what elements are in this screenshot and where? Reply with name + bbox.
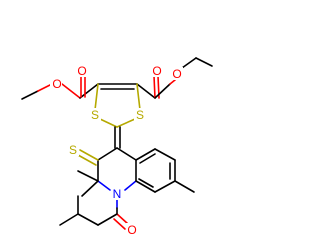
molecule-structure-diagram: O O O O S S S N O bbox=[21, 57, 213, 237]
bond bbox=[97, 180, 111, 191]
atom-label-background bbox=[126, 223, 138, 236]
atom-label-background bbox=[151, 64, 163, 77]
bond bbox=[135, 148, 156, 161]
bond bbox=[195, 57, 213, 67]
atom-label-sulfur-thione: S bbox=[69, 143, 77, 157]
bond bbox=[124, 180, 137, 191]
bond bbox=[135, 180, 156, 193]
atom-label-sulfur-ring-left: S bbox=[91, 108, 99, 122]
bond bbox=[136, 83, 141, 111]
bond bbox=[99, 118, 118, 128]
bond bbox=[181, 57, 197, 69]
bond bbox=[169, 79, 176, 85]
atom-label-oxygen-right-ether: O bbox=[172, 67, 181, 81]
bond bbox=[116, 213, 129, 225]
bond bbox=[153, 75, 156, 99]
bond bbox=[174, 180, 195, 193]
atom-label-background bbox=[134, 108, 146, 121]
bond bbox=[154, 148, 176, 161]
bond bbox=[154, 83, 171, 99]
bond bbox=[154, 180, 176, 193]
atom-label-background bbox=[76, 64, 88, 77]
atom-label-background bbox=[89, 108, 101, 121]
bond bbox=[138, 178, 154, 188]
atom-label-background bbox=[111, 187, 123, 200]
bond bbox=[79, 149, 99, 161]
atom-label-sulfur-ring-right: S bbox=[136, 108, 144, 122]
bond bbox=[116, 147, 137, 161]
atom-label-oxygen-left-ether: O bbox=[52, 77, 61, 91]
bond bbox=[116, 118, 136, 128]
atom-label-layer: O O O O S S S N O bbox=[50, 64, 183, 237]
bond bbox=[77, 154, 97, 166]
bond bbox=[94, 83, 99, 111]
bond bbox=[59, 213, 79, 226]
bond bbox=[136, 83, 156, 99]
bond bbox=[97, 147, 118, 161]
atom-label-background bbox=[171, 67, 183, 80]
bond bbox=[61, 83, 81, 99]
bond bbox=[77, 170, 99, 182]
atom-label-background bbox=[50, 77, 62, 90]
bond bbox=[21, 90, 39, 100]
bond bbox=[139, 153, 156, 164]
atom-label-nitrogen: N bbox=[113, 187, 122, 201]
atom-label-oxygen-acyl: O bbox=[127, 223, 136, 237]
bond bbox=[81, 180, 99, 197]
bond bbox=[79, 83, 99, 99]
atom-label-oxygen-right-carbonyl: O bbox=[152, 64, 161, 78]
atom-label-background bbox=[67, 143, 79, 156]
bond bbox=[77, 213, 99, 226]
atom-label-oxygen-left-carbonyl: O bbox=[77, 64, 86, 78]
bond bbox=[37, 83, 53, 92]
bond bbox=[97, 213, 118, 226]
bond bbox=[113, 218, 126, 230]
